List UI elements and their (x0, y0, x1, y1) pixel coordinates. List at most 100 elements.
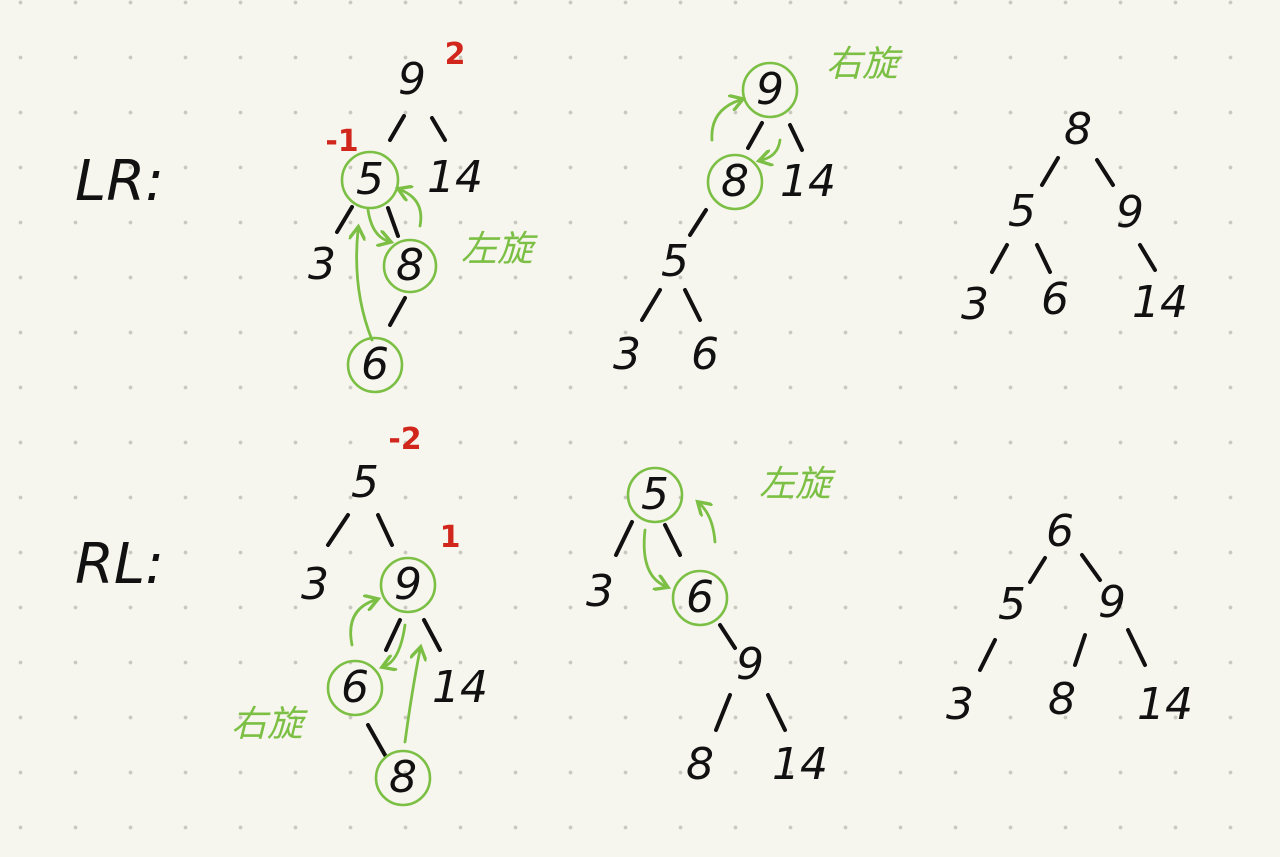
rotation-arrow (401, 190, 423, 228)
tree-edge (335, 205, 354, 234)
tree-node: 9 (756, 64, 784, 115)
highlight-circle (741, 61, 799, 119)
tree-edge (326, 513, 350, 547)
balance-factor: 2 (444, 37, 466, 72)
tree-node: 8 (721, 156, 749, 207)
tree-edge (1073, 633, 1087, 667)
rl-step3-edges (978, 553, 1147, 672)
tree-edge (1028, 556, 1047, 584)
tree-node: 6 (361, 339, 389, 390)
rotation-label: 右旋 (825, 44, 899, 85)
tree-edge (384, 618, 402, 652)
highlight-circle (626, 466, 684, 524)
tree-node: 5 (356, 154, 384, 205)
highlight-circle (382, 238, 438, 294)
highlight-circle (374, 749, 432, 807)
tree-edge (1126, 628, 1147, 667)
lr-step3-edges (990, 156, 1157, 274)
tree-node: 3 (946, 679, 974, 730)
tree-node: 9 (736, 639, 764, 690)
tree-node: 5 (641, 469, 669, 520)
tree-node: 5 (1008, 186, 1036, 237)
tree-node: 14 (1132, 277, 1188, 328)
tree-node: 3 (308, 239, 336, 290)
tree-node: 9 (398, 54, 426, 105)
tree-edge (422, 618, 442, 652)
tree-edge (614, 520, 634, 557)
tree-edge (640, 288, 662, 322)
highlight-circle (346, 336, 404, 394)
tree-edge (430, 116, 447, 142)
balance-factor: 1 (439, 520, 461, 555)
tree-node: 9 (1116, 187, 1144, 238)
tree-edge (688, 208, 708, 237)
tree-edge (1040, 156, 1060, 187)
tree-node: 14 (427, 152, 483, 203)
balance-factor: -2 (388, 422, 422, 457)
tree-node: 8 (396, 240, 424, 291)
lr-step2-edges (640, 121, 804, 322)
tree-edge (388, 296, 407, 327)
tree-node: 6 (341, 662, 369, 713)
tree-node: 9 (1098, 577, 1126, 628)
tree-edge (1035, 243, 1052, 274)
tree-node: 5 (998, 579, 1026, 630)
highlight-circle (326, 659, 384, 717)
rotation-label: 右旋 (230, 704, 304, 745)
tree-node: 8 (686, 739, 714, 790)
rotation-arrow (357, 230, 374, 342)
highlight-circle (671, 569, 729, 627)
rotation-arrow (366, 208, 388, 241)
tree-edge (683, 288, 702, 322)
tree-node: 6 (691, 329, 719, 380)
tree-node: 5 (351, 457, 379, 508)
tree-edge (718, 623, 737, 650)
tree-node: 6 (1046, 506, 1074, 557)
rl-step1-edges (326, 513, 442, 757)
tree-edge (386, 206, 400, 238)
rotation-arrow (403, 650, 420, 744)
row-label-rl: RL: (75, 532, 164, 597)
tree-edge (990, 243, 1009, 274)
rotation-arrow (700, 504, 717, 544)
tree-edge (388, 114, 406, 142)
rl-step2-edges (614, 520, 787, 732)
tree-node: 6 (1041, 274, 1069, 325)
rotation-label: 左旋 (758, 464, 832, 505)
tree-node: 14 (780, 156, 836, 207)
tree-edge (1095, 158, 1115, 187)
row-label-lr: LR: (75, 149, 164, 214)
tree-node: 9 (394, 559, 422, 610)
tree-edge (746, 121, 764, 150)
rotation-arrow (642, 528, 665, 586)
tree-node: 8 (1048, 674, 1076, 725)
rotation-arrow (710, 100, 740, 142)
tree-node: 14 (772, 739, 828, 790)
tree-node: 14 (1137, 679, 1193, 730)
tree-edge (663, 523, 682, 557)
tree-edge (1080, 553, 1102, 582)
tree-edge (788, 123, 804, 152)
tree-node: 8 (389, 752, 417, 803)
balance-factor: -1 (325, 124, 359, 159)
tree-edge (978, 638, 997, 672)
rotation-arrow (349, 600, 375, 647)
rotation-label: 左旋 (460, 229, 534, 270)
tree-edge (766, 693, 787, 732)
highlight-circle (379, 556, 437, 614)
tree-node: 3 (586, 566, 614, 617)
tree-node: 6 (686, 572, 714, 623)
highlight-circle (706, 153, 764, 211)
highlight-circle (340, 150, 400, 210)
tree-node: 3 (301, 559, 329, 610)
tree-edge (366, 723, 387, 757)
tree-node: 5 (661, 236, 689, 287)
tree-node: 8 (1064, 104, 1092, 155)
tree-node: 3 (961, 279, 989, 330)
rotation-arrow (385, 623, 407, 666)
tree-edge (376, 513, 394, 547)
tree-node: 3 (613, 329, 641, 380)
tree-edge (714, 693, 732, 732)
tree-node: 14 (432, 662, 488, 713)
